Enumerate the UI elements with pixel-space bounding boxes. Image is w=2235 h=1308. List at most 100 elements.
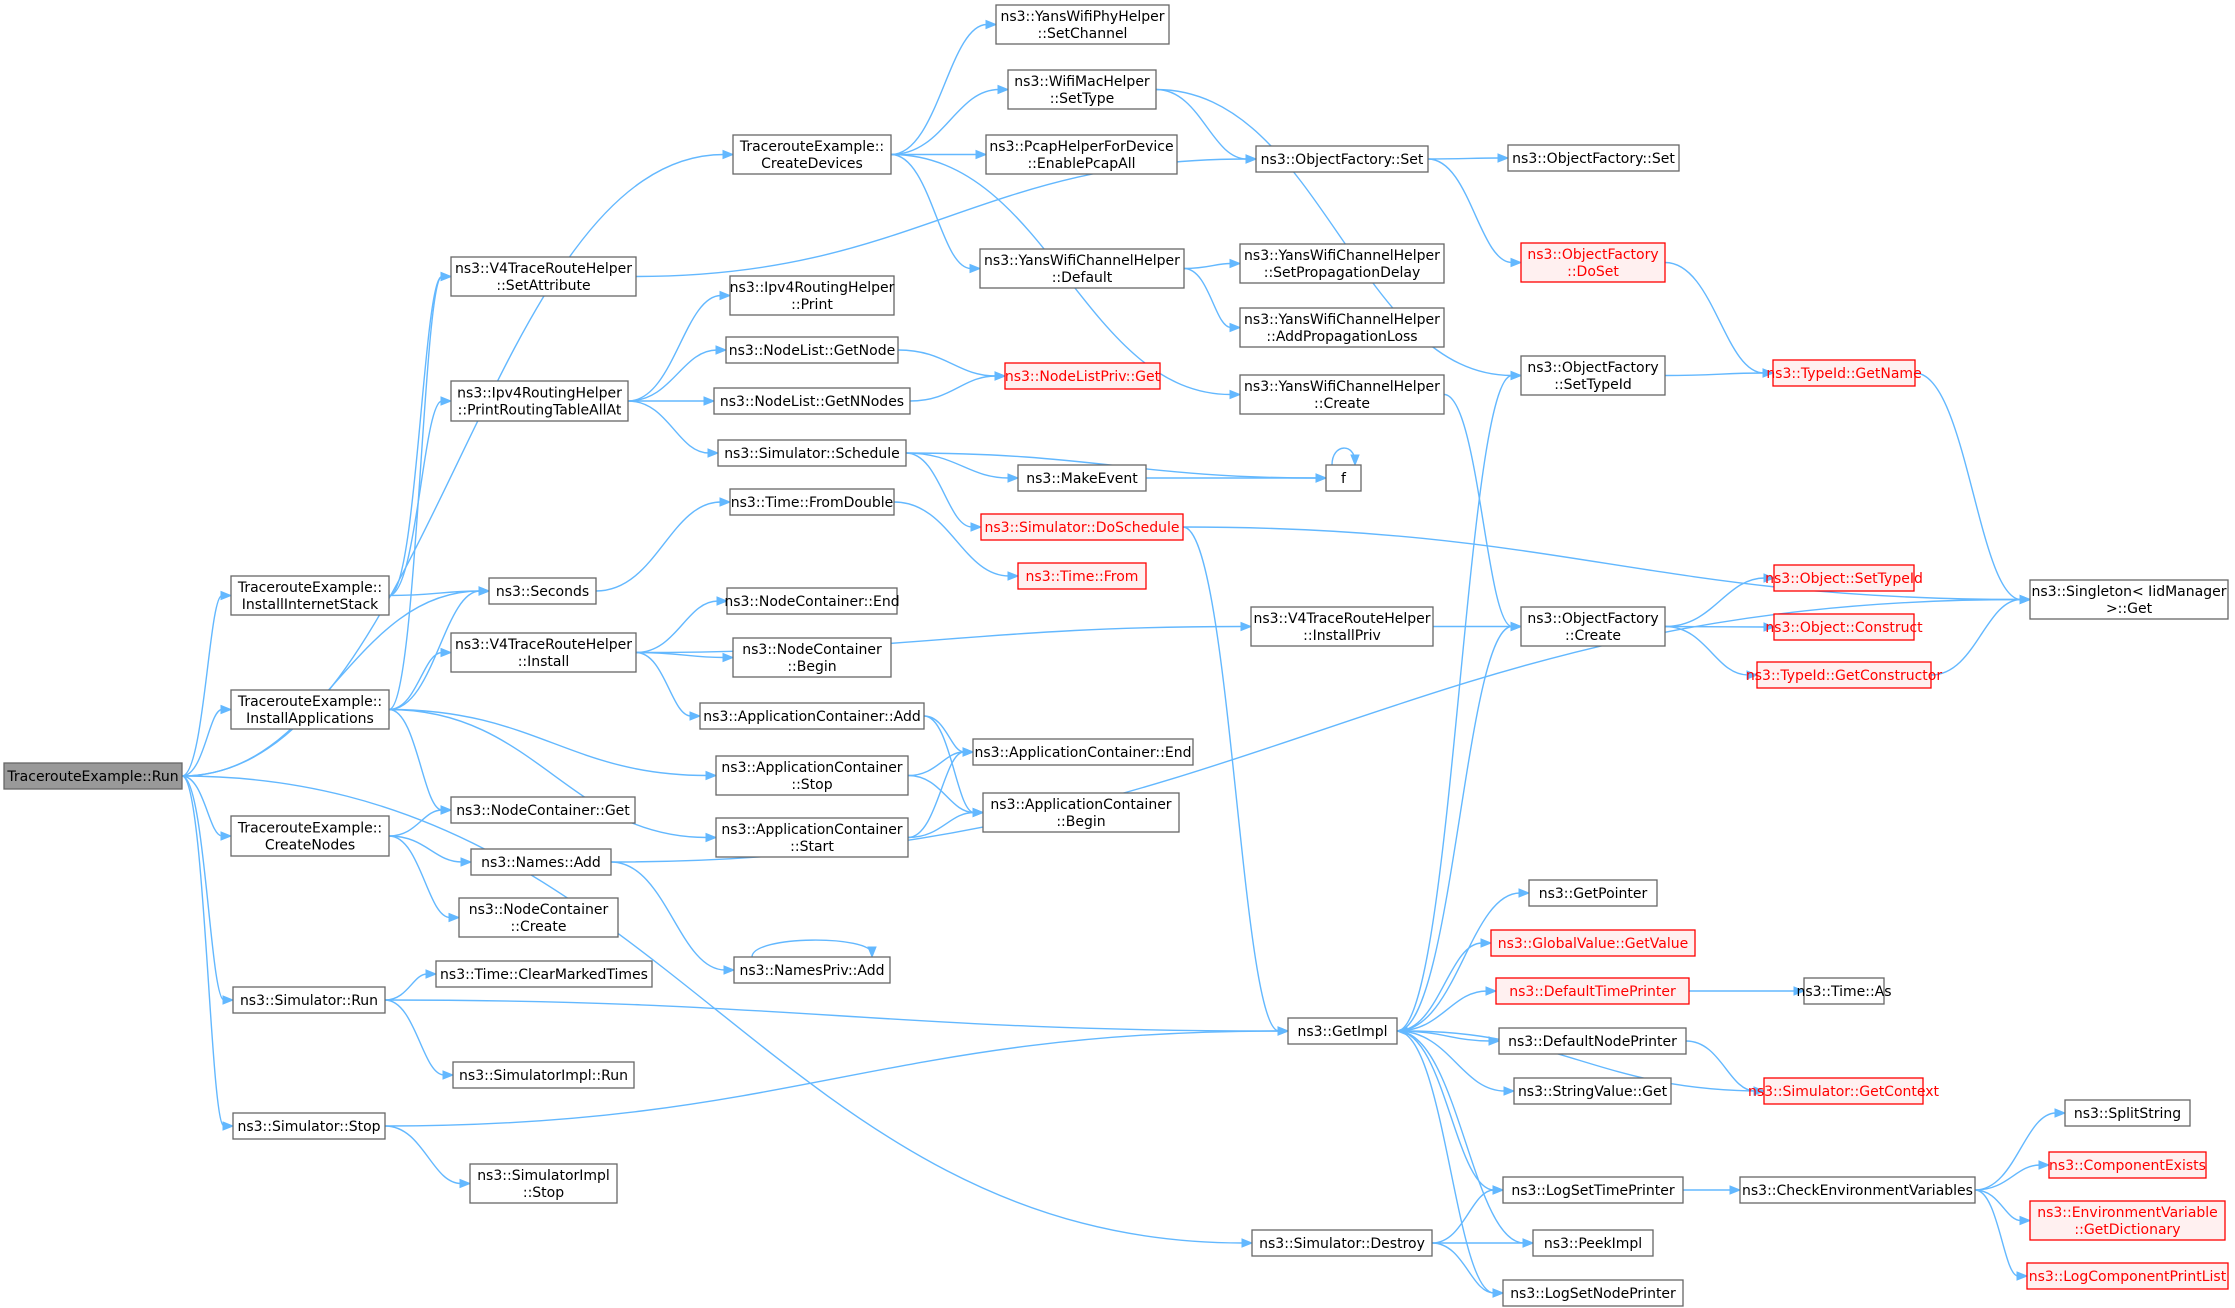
node-yansChCreate[interactable]: ns3::YansWifiChannelHelper::Create: [1239, 374, 1445, 415]
node-simSchedule[interactable]: ns3::Simulator::Schedule: [717, 439, 907, 467]
node-splitString[interactable]: ns3::SplitString: [2064, 1099, 2191, 1127]
node-doSchedule[interactable]: ns3::Simulator::DoSchedule: [980, 513, 1184, 541]
node-ofSet2[interactable]: ns3::ObjectFactory::Set: [1507, 144, 1680, 172]
node-simImplStop[interactable]: ns3::SimulatorImpl::Stop: [469, 1163, 618, 1204]
node-box: [1004, 362, 1161, 390]
node-box: [230, 815, 390, 857]
node-gvGetValue[interactable]: ns3::GlobalValue::GetValue: [1490, 929, 1696, 957]
node-label: ns3::SimulatorImpl::Run: [459, 1068, 628, 1084]
edge-arrowhead: [478, 586, 491, 596]
node-logCompPrint[interactable]: ns3::LogComponentPrintList: [2026, 1262, 2229, 1290]
node-ncCreate[interactable]: ns3::NodeContainer::Create: [458, 897, 619, 938]
node-compExists[interactable]: ns3::ComponentExists: [2048, 1151, 2207, 1179]
node-getPointer[interactable]: ns3::GetPointer: [1528, 879, 1658, 907]
node-appEnd[interactable]: ns3::ApplicationContainer::End: [972, 738, 1194, 766]
node-nlGetNNodes[interactable]: ns3::NodeList::GetNNodes: [713, 387, 911, 415]
node-ofSet[interactable]: ns3::ObjectFactory::Set: [1255, 145, 1429, 173]
edge-getImpl-to-ofCreate: [1396, 621, 1523, 1032]
edge-run-to-installInternetStack: [181, 590, 233, 777]
node-simRun[interactable]: ns3::Simulator::Run: [232, 986, 386, 1014]
node-box: [230, 689, 390, 730]
node-objConstruct[interactable]: ns3::Object::Construct: [1765, 613, 1923, 641]
node-simGetContext[interactable]: ns3::Simulator::GetContext: [1748, 1077, 1940, 1105]
node-namesPrivAdd[interactable]: ns3::NamesPriv::Add: [733, 956, 891, 984]
node-installApplications[interactable]: TracerouteExample::InstallApplications: [230, 689, 390, 730]
edge-line: [1396, 942, 1483, 1032]
node-label: ns3::Time::As: [1796, 984, 1891, 1000]
node-yansPhy[interactable]: ns3::YansWifiPhyHelper::SetChannel: [995, 4, 1170, 45]
edge-arrowhead: [1746, 670, 1759, 680]
node-nlPrivGet[interactable]: ns3::NodeListPriv::Get: [1004, 362, 1161, 390]
edge-checkEnv-to-compExists: [1974, 1160, 2051, 1191]
node-appBegin[interactable]: ns3::ApplicationContainer::Begin: [982, 792, 1180, 833]
node-clearMarked[interactable]: ns3::Time::ClearMarkedTimes: [435, 960, 653, 988]
node-installInternetStack[interactable]: TracerouteExample::InstallInternetStack: [230, 575, 390, 616]
node-getImpl[interactable]: ns3::GetImpl: [1287, 1017, 1398, 1045]
edge-line: [610, 861, 726, 971]
node-run[interactable]: TracerouteExample::Run: [3, 762, 183, 790]
node-label: ns3::LogSetNodePrinter: [1510, 1286, 1676, 1302]
node-defTimePrinter[interactable]: ns3::DefaultTimePrinter: [1495, 977, 1690, 1005]
node-label: ns3::StringValue::Get: [1518, 1084, 1668, 1100]
node-ipv4Print[interactable]: ns3::Ipv4RoutingHelper::Print: [729, 275, 895, 316]
node-tidGetCtor[interactable]: ns3::TypeId::GetConstructor: [1746, 661, 1942, 689]
node-yansChDefault[interactable]: ns3::YansWifiChannelHelper::Default: [979, 248, 1185, 289]
node-createNodes[interactable]: TracerouteExample::CreateNodes: [230, 815, 390, 857]
edge-createNodes-to-namesAdd: [388, 835, 473, 867]
node-pcap[interactable]: ns3::PcapHelperForDevice::EnablePcapAll: [985, 134, 1178, 175]
edge-simRun-to-clearMarked: [384, 969, 438, 1001]
node-nlGetNode[interactable]: ns3::NodeList::GetNode: [725, 336, 899, 364]
edge-line: [1664, 625, 1749, 676]
node-appStart[interactable]: ns3::ApplicationContainer::Start: [715, 817, 909, 858]
node-printRouting[interactable]: ns3::Ipv4RoutingHelper::PrintRoutingTabl…: [450, 380, 629, 422]
edge-line: [923, 715, 975, 814]
node-objSetTypeId[interactable]: ns3::Object::SetTypeId: [1765, 564, 1923, 592]
node-timeFrom[interactable]: ns3::Time::From: [1017, 562, 1147, 590]
node-installPriv[interactable]: ns3::V4TraceRouteHelper::InstallPriv: [1250, 606, 1434, 647]
node-appStop[interactable]: ns3::ApplicationContainer::Stop: [715, 755, 909, 796]
edge-line: [181, 594, 223, 777]
node-box: [232, 1112, 386, 1140]
node-peekImpl[interactable]: ns3::PeekImpl: [1532, 1229, 1654, 1257]
node-ncGet[interactable]: ns3::NodeContainer::Get: [450, 796, 636, 824]
node-v4SetAttr[interactable]: ns3::V4TraceRouteHelper::SetAttribute: [450, 256, 637, 297]
node-label: ns3::Simulator::Stop: [237, 1119, 380, 1135]
node-ncBegin[interactable]: ns3::NodeContainer::Begin: [732, 637, 892, 678]
edge-nlGetNNodes-to-nlPrivGet: [909, 371, 1007, 402]
node-namesAdd[interactable]: ns3::Names::Add: [470, 848, 612, 876]
node-ncEnd[interactable]: ns3::NodeContainer::End: [724, 587, 900, 615]
node-simDestroy[interactable]: ns3::Simulator::Destroy: [1251, 1229, 1433, 1257]
node-ofSetTypeId[interactable]: ns3::ObjectFactory::SetTypeId: [1520, 355, 1666, 396]
node-addPropLoss[interactable]: ns3::YansWifiChannelHelper::AddPropagati…: [1239, 307, 1445, 348]
edge-line: [388, 651, 443, 711]
edge-line: [1155, 88, 1248, 160]
node-envGetDict[interactable]: ns3::EnvironmentVariable::GetDictionary: [2029, 1200, 2226, 1241]
node-checkEnv[interactable]: ns3::CheckEnvironmentVariables: [1739, 1176, 1976, 1204]
node-createDevices[interactable]: TracerouteExample::CreateDevices: [732, 134, 892, 175]
node-singletonGet[interactable]: ns3::Singleton< IidManager >::Get: [2029, 579, 2229, 620]
node-fromDouble[interactable]: ns3::Time::FromDouble: [729, 488, 895, 516]
node-tidGetName[interactable]: ns3::TypeId::GetName: [1766, 359, 1922, 387]
node-logSetNode[interactable]: ns3::LogSetNodePrinter: [1502, 1279, 1684, 1307]
node-v4Install[interactable]: ns3::V4TraceRouteHelper::Install: [450, 632, 637, 673]
node-appAdd[interactable]: ns3::ApplicationContainer::Add: [699, 702, 925, 730]
edge-arrowhead: [1510, 621, 1523, 632]
node-seconds[interactable]: ns3::Seconds: [488, 577, 597, 605]
edge-line: [1396, 374, 1513, 1032]
node-f[interactable]: f: [1325, 464, 1362, 492]
node-wifiMac[interactable]: ns3::WifiMacHelper::SetType: [1007, 69, 1157, 110]
node-setPropDelay[interactable]: ns3::YansWifiChannelHelper::SetPropagati…: [1239, 243, 1445, 284]
node-simImplRun[interactable]: ns3::SimulatorImpl::Run: [452, 1061, 635, 1089]
node-svGet[interactable]: ns3::StringValue::Get: [1513, 1077, 1672, 1105]
node-timeAs[interactable]: ns3::Time::As: [1796, 977, 1892, 1005]
node-ofDoSet[interactable]: ns3::ObjectFactory::DoSet: [1520, 242, 1666, 283]
edge-v4Install-to-appAdd: [635, 651, 702, 721]
edge-appStart-to-appBegin: [907, 807, 985, 839]
node-makeEvent[interactable]: ns3::MakeEvent: [1017, 464, 1147, 492]
node-logSetTime[interactable]: ns3::LogSetTimePrinter: [1502, 1176, 1684, 1204]
node-defNodePrinter[interactable]: ns3::DefaultNodePrinter: [1498, 1027, 1687, 1055]
node-ofCreate[interactable]: ns3::ObjectFactory::Create: [1520, 606, 1666, 647]
edge-arrowhead: [705, 770, 718, 781]
node-simStop[interactable]: ns3::Simulator::Stop: [232, 1112, 386, 1140]
edge-arrowhead: [220, 590, 233, 601]
